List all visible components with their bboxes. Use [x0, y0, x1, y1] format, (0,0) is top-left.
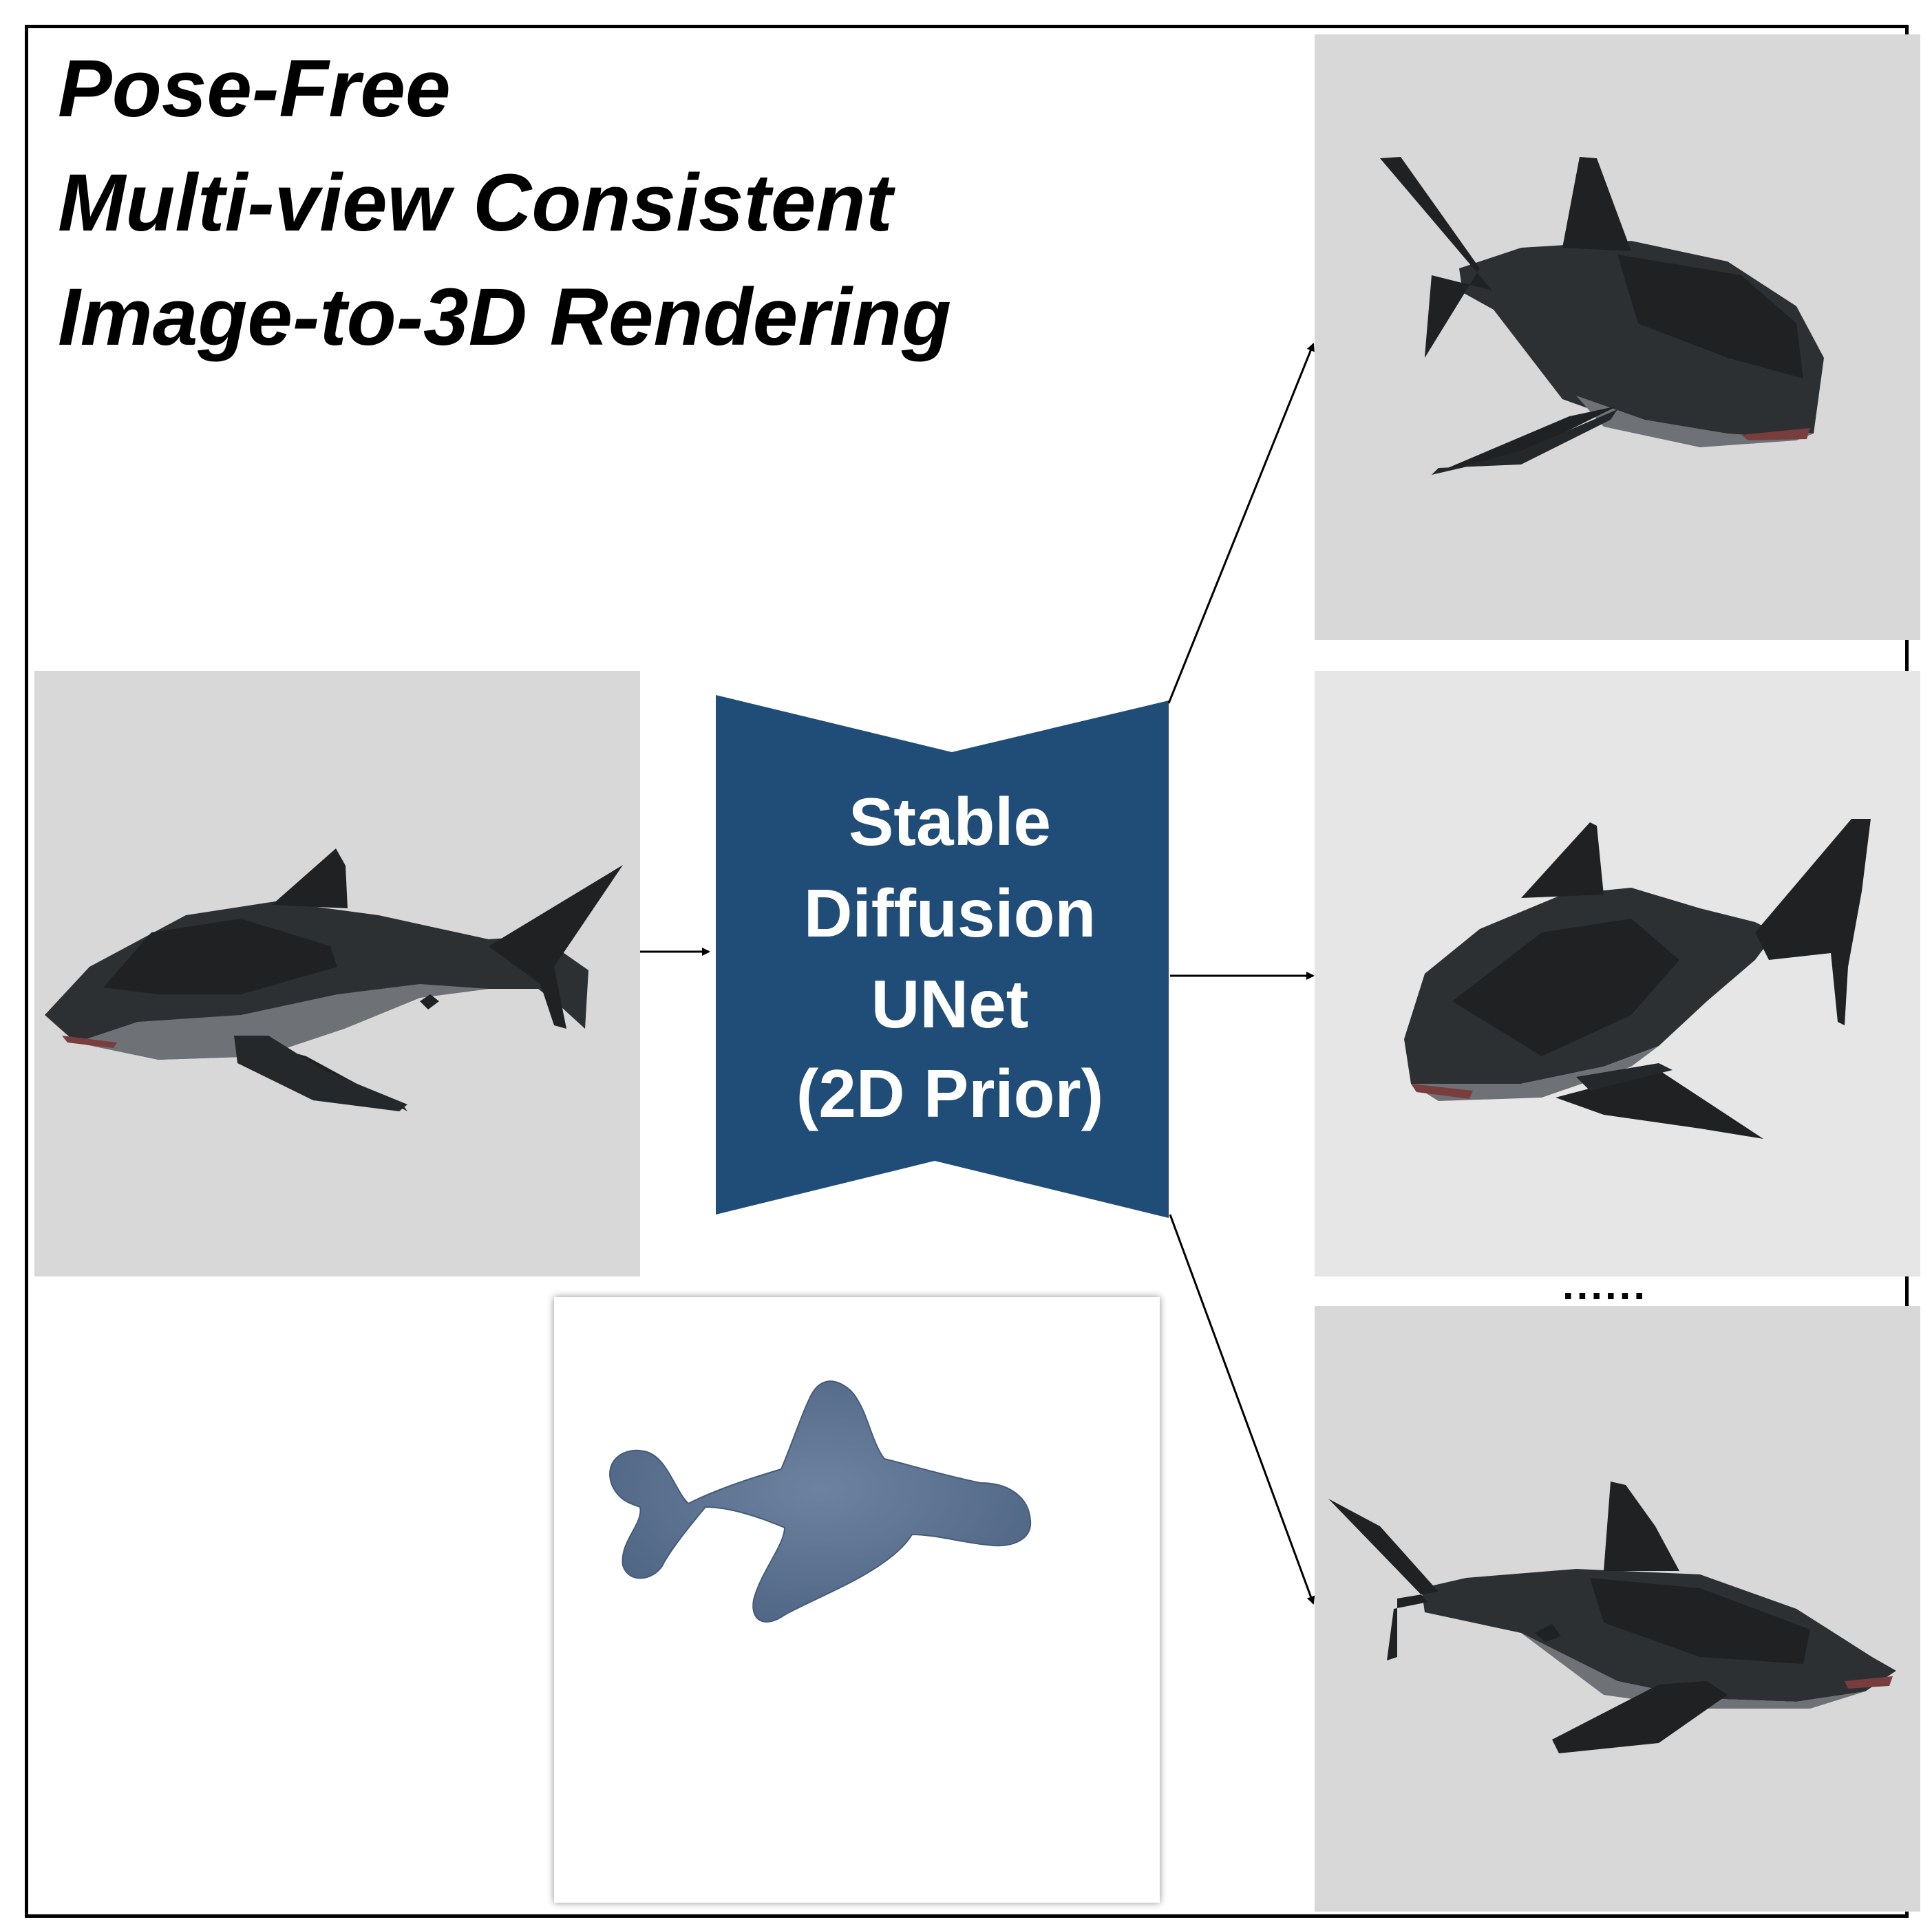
mesh-image — [609, 1380, 1032, 1623]
more-views-ellipsis: ...... — [1562, 1262, 1648, 1308]
unet-label-line-2: Diffusion — [803, 875, 1096, 951]
unet-label-line-4: (2D Prior) — [796, 1056, 1104, 1131]
output-view-1-panel — [1315, 34, 1920, 640]
title-line-2: Multi-view Consistent — [58, 158, 893, 248]
shark-left-facing — [45, 848, 623, 1111]
shark-output-1 — [1380, 157, 1824, 475]
output-view-1-image — [1380, 157, 1824, 475]
output-view-2-panel — [1315, 671, 1920, 1276]
output-view-3-panel — [1315, 1306, 1920, 1912]
shark-output-3 — [1328, 1482, 1896, 1753]
title-line-3: Image-to-3D Rendering — [58, 272, 952, 363]
shark-output-2 — [1404, 819, 1871, 1139]
reconstructed-mesh-panel — [554, 1297, 1160, 1903]
unet-label-line-3: UNet — [871, 966, 1029, 1042]
shark-mesh-shape — [609, 1380, 1032, 1623]
unet-label-line-1: Stable — [848, 784, 1052, 859]
title-line-1: Pose-Free — [58, 43, 451, 134]
input-image-panel — [34, 671, 640, 1276]
output-view-2-image — [1404, 819, 1871, 1139]
output-view-3-image — [1328, 1482, 1896, 1753]
input-shark-image — [45, 848, 623, 1111]
